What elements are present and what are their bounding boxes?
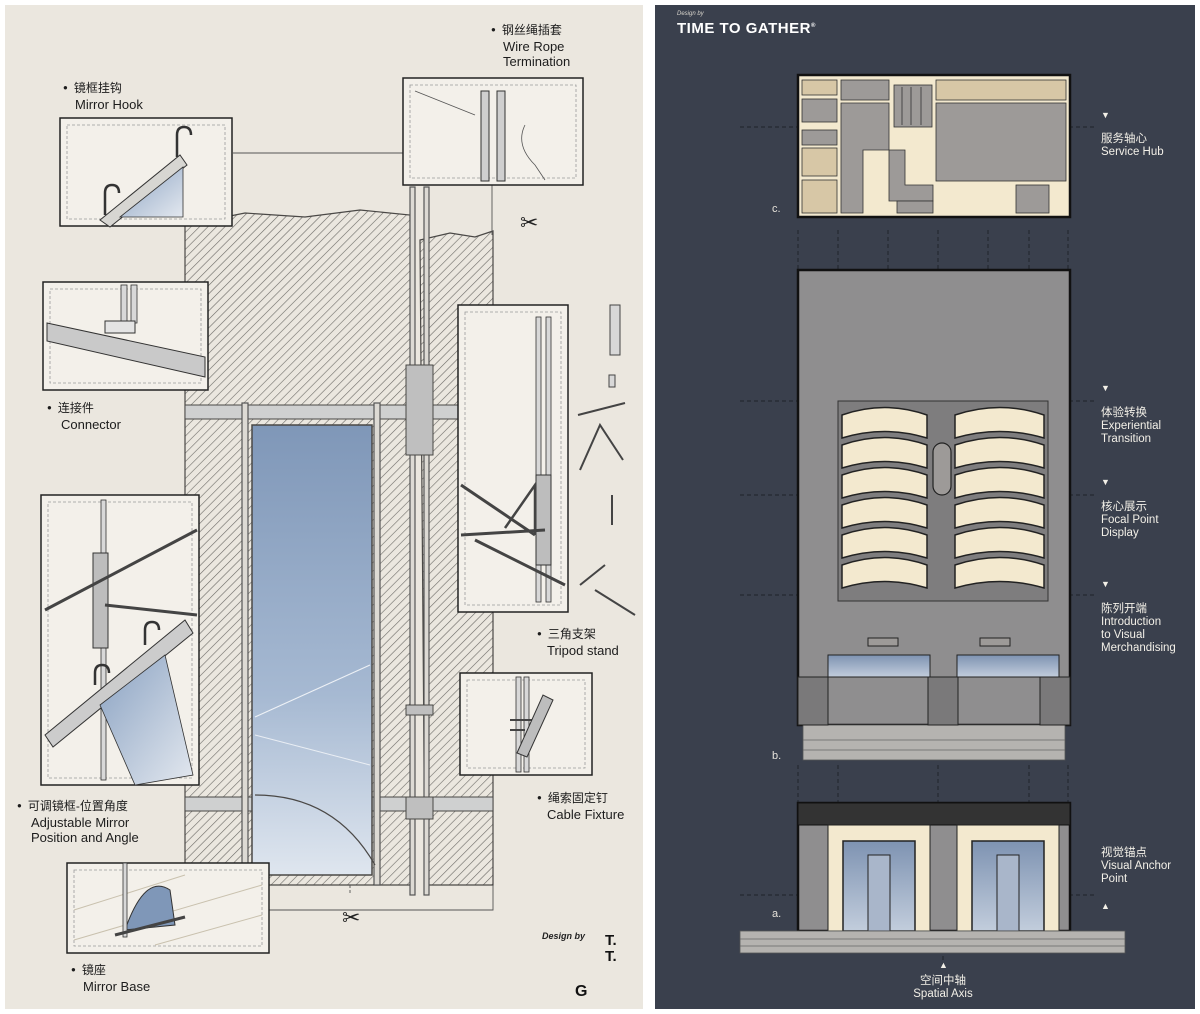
g-logo: G: [575, 983, 588, 1000]
plan-c-service-hub: [796, 73, 1072, 219]
plan-letter-a: a.: [772, 908, 782, 920]
scissors-icon: ✂: [520, 211, 538, 236]
floor-plan-panel: Design by TIME TO GATHER®: [655, 5, 1195, 1009]
mirror-detail-panel: ✂ ✂: [5, 5, 643, 1009]
curved-shelves-left: [841, 406, 928, 590]
plan-b-gallery: [796, 268, 1072, 761]
label-experiential-transition: 体验转换 Experiential Transition: [1101, 407, 1162, 445]
tt-logo: T. T.: [605, 932, 617, 965]
plan-letter-c: c.: [772, 203, 781, 215]
marker-down-icon: ▼: [1101, 110, 1110, 120]
label-focal-point: 核心展示 Focal Point Display: [1101, 501, 1159, 539]
detail-box-tripod: [457, 304, 569, 613]
vertical-cables: [241, 186, 430, 896]
detail-box-cable-fixture: [459, 672, 593, 776]
mirror-assembly-drawing: ✂ ✂: [40, 77, 636, 954]
label-intro-merchandising: 陈列开端 Introduction to Visual Merchandisin…: [1101, 603, 1176, 654]
scissors-icon: ✂: [342, 906, 360, 931]
marker-up-icon: ▲: [939, 960, 948, 970]
brand-logo: TIME TO GATHER®: [677, 20, 816, 37]
curved-shelves-right: [954, 406, 1045, 590]
loose-parts: [577, 304, 636, 616]
label-adjustable-mirror: 可调镜框-位置角度 Adjustable Mirror Position and…: [17, 799, 139, 845]
detail-box-wire-rope: [402, 77, 584, 186]
label-mirror-hook: 镜框挂钩 Mirror Hook: [63, 81, 143, 112]
marker-up-icon: ▲: [1101, 901, 1110, 911]
label-wire-rope: 钢丝绳插套 Wire Rope Termination: [491, 23, 570, 69]
label-spatial-axis: 空间中轴 Spatial Axis: [913, 975, 973, 1000]
label-cable-fixture: 绳索固定钉 Cable Fixture: [537, 791, 624, 822]
marker-down-icon: ▼: [1101, 579, 1110, 589]
label-connector: 连接件 Connector: [47, 401, 121, 432]
elevation-plans: [739, 73, 1126, 970]
plan-letter-b: b.: [772, 750, 782, 762]
marker-down-icon: ▼: [1101, 477, 1110, 487]
label-mirror-base: 镜座 Mirror Base: [71, 963, 150, 994]
detail-box-mirror-hook: [59, 117, 233, 228]
long-mirror: [251, 424, 376, 876]
label-visual-anchor: 视觉锚点 Visual Anchor Point: [1101, 847, 1172, 885]
brand-design-by: Design by: [677, 11, 704, 17]
label-tripod: 三角支架 Tripod stand: [537, 627, 619, 658]
marker-down-icon: ▼: [1101, 383, 1110, 393]
detail-box-adjustable-mirror: [40, 494, 200, 786]
label-service-hub: 服务轴心 Service Hub: [1101, 133, 1164, 158]
design-by-text: Design by: [542, 931, 586, 941]
detail-box-connector: [42, 281, 209, 391]
detail-box-mirror-base: [66, 862, 270, 954]
plan-a-visual-anchor: [739, 801, 1126, 954]
